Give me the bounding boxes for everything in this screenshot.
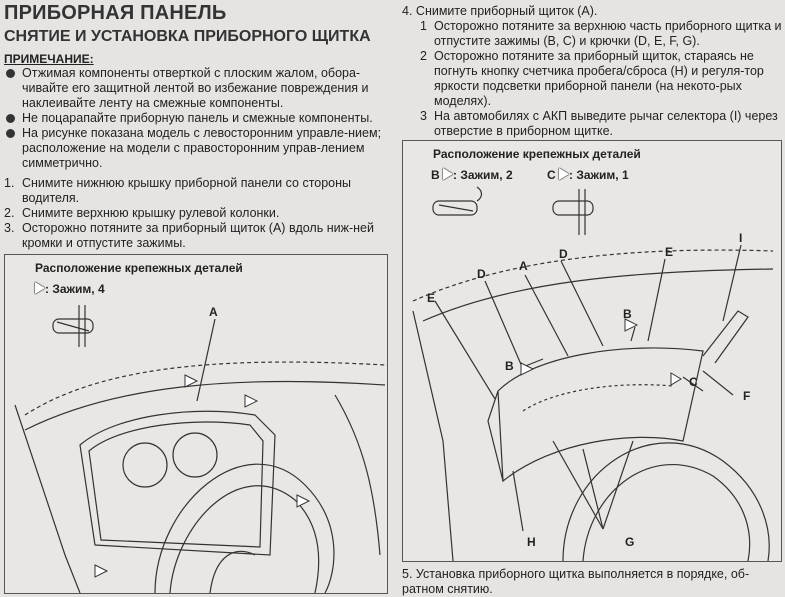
note-item: Отжимая компоненты отверткой с плоским ж… — [4, 66, 392, 111]
clip-marker — [296, 494, 311, 508]
label-d: D — [477, 267, 486, 281]
steps-list: 1.Снимите нижнюю крышку приборной панели… — [4, 176, 392, 251]
label-i: I — [739, 231, 743, 245]
clip-marker — [244, 394, 259, 408]
page-title: ПРИБОРНАЯ ПАНЕЛЬ — [4, 2, 227, 24]
note-item: Не поцарапайте приборную панель и смежны… — [4, 111, 392, 126]
figure-title: Расположение крепежных деталей — [35, 261, 243, 275]
clip-triangle-icon — [559, 168, 570, 180]
step-item: 1.Снимите нижнюю крышку приборной панели… — [4, 176, 352, 205]
label-b: B — [505, 359, 514, 373]
note-title: ПРИМЕЧАНИЕ: — [4, 52, 94, 66]
instrument-cluster-drawing — [412, 186, 774, 561]
bullet-icon — [6, 114, 15, 123]
label-b: B — [623, 307, 632, 321]
label-f: F — [743, 389, 751, 403]
note-list: Отжимая компоненты отверткой с плоским ж… — [4, 66, 392, 171]
clip-triangle-icon — [35, 282, 45, 294]
label-a: A — [209, 305, 218, 319]
clip-marker — [94, 564, 109, 578]
label-c: C — [689, 375, 698, 389]
section-title: СНЯТИЕ И УСТАНОВКА ПРИБОРНОГО ЩИТКА — [4, 28, 371, 45]
clip-symbol — [52, 318, 94, 334]
figure-legend-c: C : Зажим, 1 — [547, 168, 629, 182]
label-e: E — [665, 245, 674, 259]
figure-right: Расположение крепежных деталей B : Зажим… — [402, 140, 782, 562]
bullet-icon — [6, 69, 15, 78]
figure-title: Расположение крепежных деталей — [433, 147, 641, 161]
figure-legend: : Зажим, 4 — [35, 281, 105, 296]
clip-marker — [624, 318, 639, 332]
step-item: 2.Снимите верхнюю крышку рулевой колонки… — [4, 206, 280, 220]
step-5: 5. Установка приборного щитка выполняетс… — [402, 567, 750, 596]
clip-symbol-c — [552, 200, 594, 216]
clip-triangle-icon — [443, 168, 454, 180]
figure-left: Расположение крепежных деталей : Зажим, … — [4, 254, 388, 594]
figure-legend-b: B : Зажим, 2 — [431, 168, 513, 182]
label-h: H — [527, 535, 536, 549]
label-e: E — [427, 291, 436, 305]
clip-marker — [670, 372, 682, 386]
gauge-left — [122, 442, 168, 488]
step-item: 4. Снимите приборный щиток (A). — [402, 4, 598, 18]
step-item: 3.Осторожно потяните за приборный щиток … — [4, 221, 374, 250]
bullet-icon — [6, 129, 15, 138]
label-d: D — [559, 247, 568, 261]
note-item: На рисунке показана модель с левосторонн… — [4, 126, 392, 171]
gauge-right — [172, 432, 218, 478]
instrument-panel-drawing — [14, 305, 386, 593]
label-g: G — [625, 535, 635, 549]
clip-marker — [520, 362, 535, 376]
label-a: A — [519, 259, 528, 273]
clip-symbol-b — [432, 200, 478, 216]
clip-marker — [184, 374, 199, 388]
